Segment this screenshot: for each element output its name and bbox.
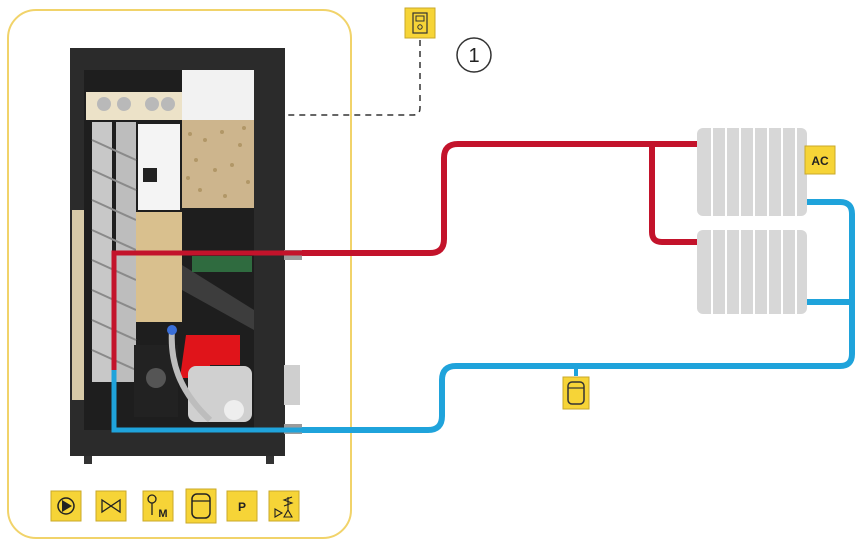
pump-icon — [51, 491, 81, 521]
radiator-lower — [697, 230, 807, 314]
insulation-panel — [72, 210, 84, 400]
flow-pipe-branch — [652, 144, 697, 242]
legend-mixer-label: M — [158, 508, 167, 520]
outlet-stub — [284, 365, 300, 405]
ac-badge-label: AC — [811, 154, 829, 168]
safety-valve-icon — [269, 491, 299, 521]
control-display — [143, 168, 157, 182]
exchanger-tube — [92, 122, 112, 382]
burner-fan — [146, 368, 166, 388]
expansion-vessel-icon — [186, 489, 216, 523]
legend-pressure-label: P — [238, 500, 246, 514]
flow-pipe — [302, 144, 697, 253]
boiler-foot-right — [266, 456, 274, 464]
sensor-cap — [167, 325, 177, 335]
header-nozzle — [145, 97, 159, 111]
boiler-foot-left — [84, 456, 92, 464]
boiler-cutaway — [70, 48, 302, 464]
pressure-icon: P — [227, 491, 257, 521]
legend-row: M P — [51, 489, 299, 523]
valve-icon — [96, 491, 126, 521]
control-panel — [138, 124, 180, 210]
header-nozzle — [97, 97, 111, 111]
ash-box-knob — [224, 400, 244, 420]
expansion-vessel — [563, 377, 589, 409]
header-nozzle — [161, 97, 175, 111]
callout-number: 1 — [468, 45, 479, 67]
thermometer-mixer-icon: M — [143, 491, 173, 521]
hopper-lid — [182, 70, 254, 120]
room-thermostat-icon — [405, 8, 435, 38]
feed-motor — [192, 256, 252, 272]
header-nozzle — [117, 97, 131, 111]
radiator-upper — [697, 128, 807, 216]
insulation-block — [136, 212, 182, 322]
thermostat-cable — [288, 40, 420, 115]
pellet-hopper — [182, 120, 254, 208]
